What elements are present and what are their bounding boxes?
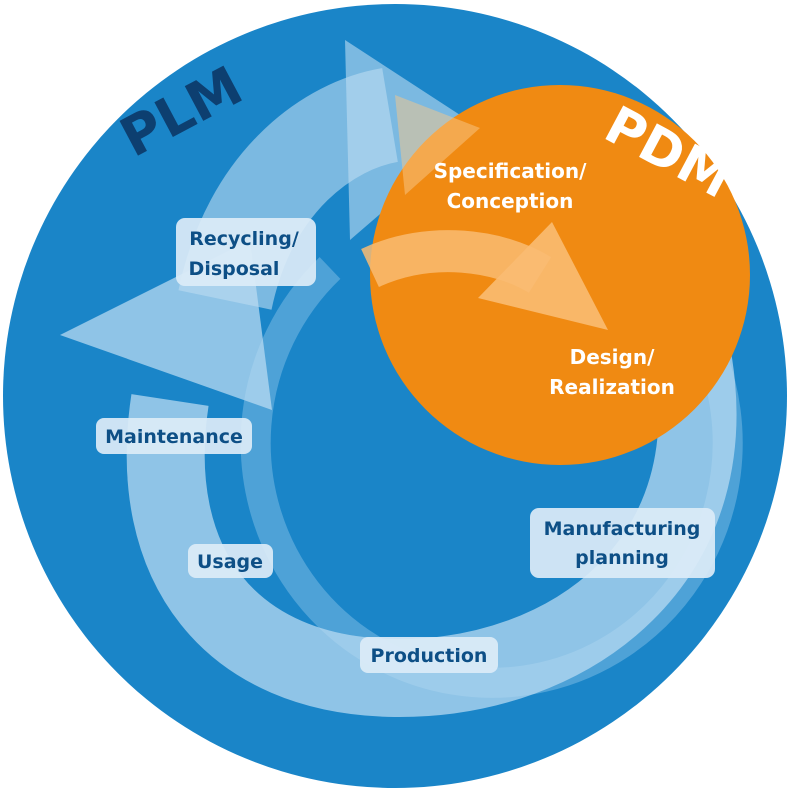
stage-maintenance-label: Maintenance [105,426,243,448]
stage-manufacturing-line2: planning [575,547,669,569]
stage-manufacturing-box [530,508,715,578]
stage-maintenance-box [96,418,252,454]
stage-usage-box [188,544,273,578]
stage-specification-line1: Specification/ [434,159,588,183]
stage-design-line2: Realization [549,375,675,399]
stage-design-line1: Design/ [570,345,655,369]
stage-production-box [360,637,498,673]
stage-recycling-line2: Disposal [189,258,280,280]
stage-production-label: Production [371,645,488,667]
stage-recycling-line1: Recycling/ [189,228,299,250]
stage-manufacturing-line1: Manufacturing [544,518,701,540]
stage-recycling-box [176,218,316,286]
top-arrow-overlay [395,95,480,195]
pdm-inner-arrow-head [478,222,608,330]
stage-specification-line2: Conception [447,189,574,213]
stage-usage-label: Usage [197,551,263,573]
watermark: 知乎 @达索百世慧-PLM [563,749,767,771]
